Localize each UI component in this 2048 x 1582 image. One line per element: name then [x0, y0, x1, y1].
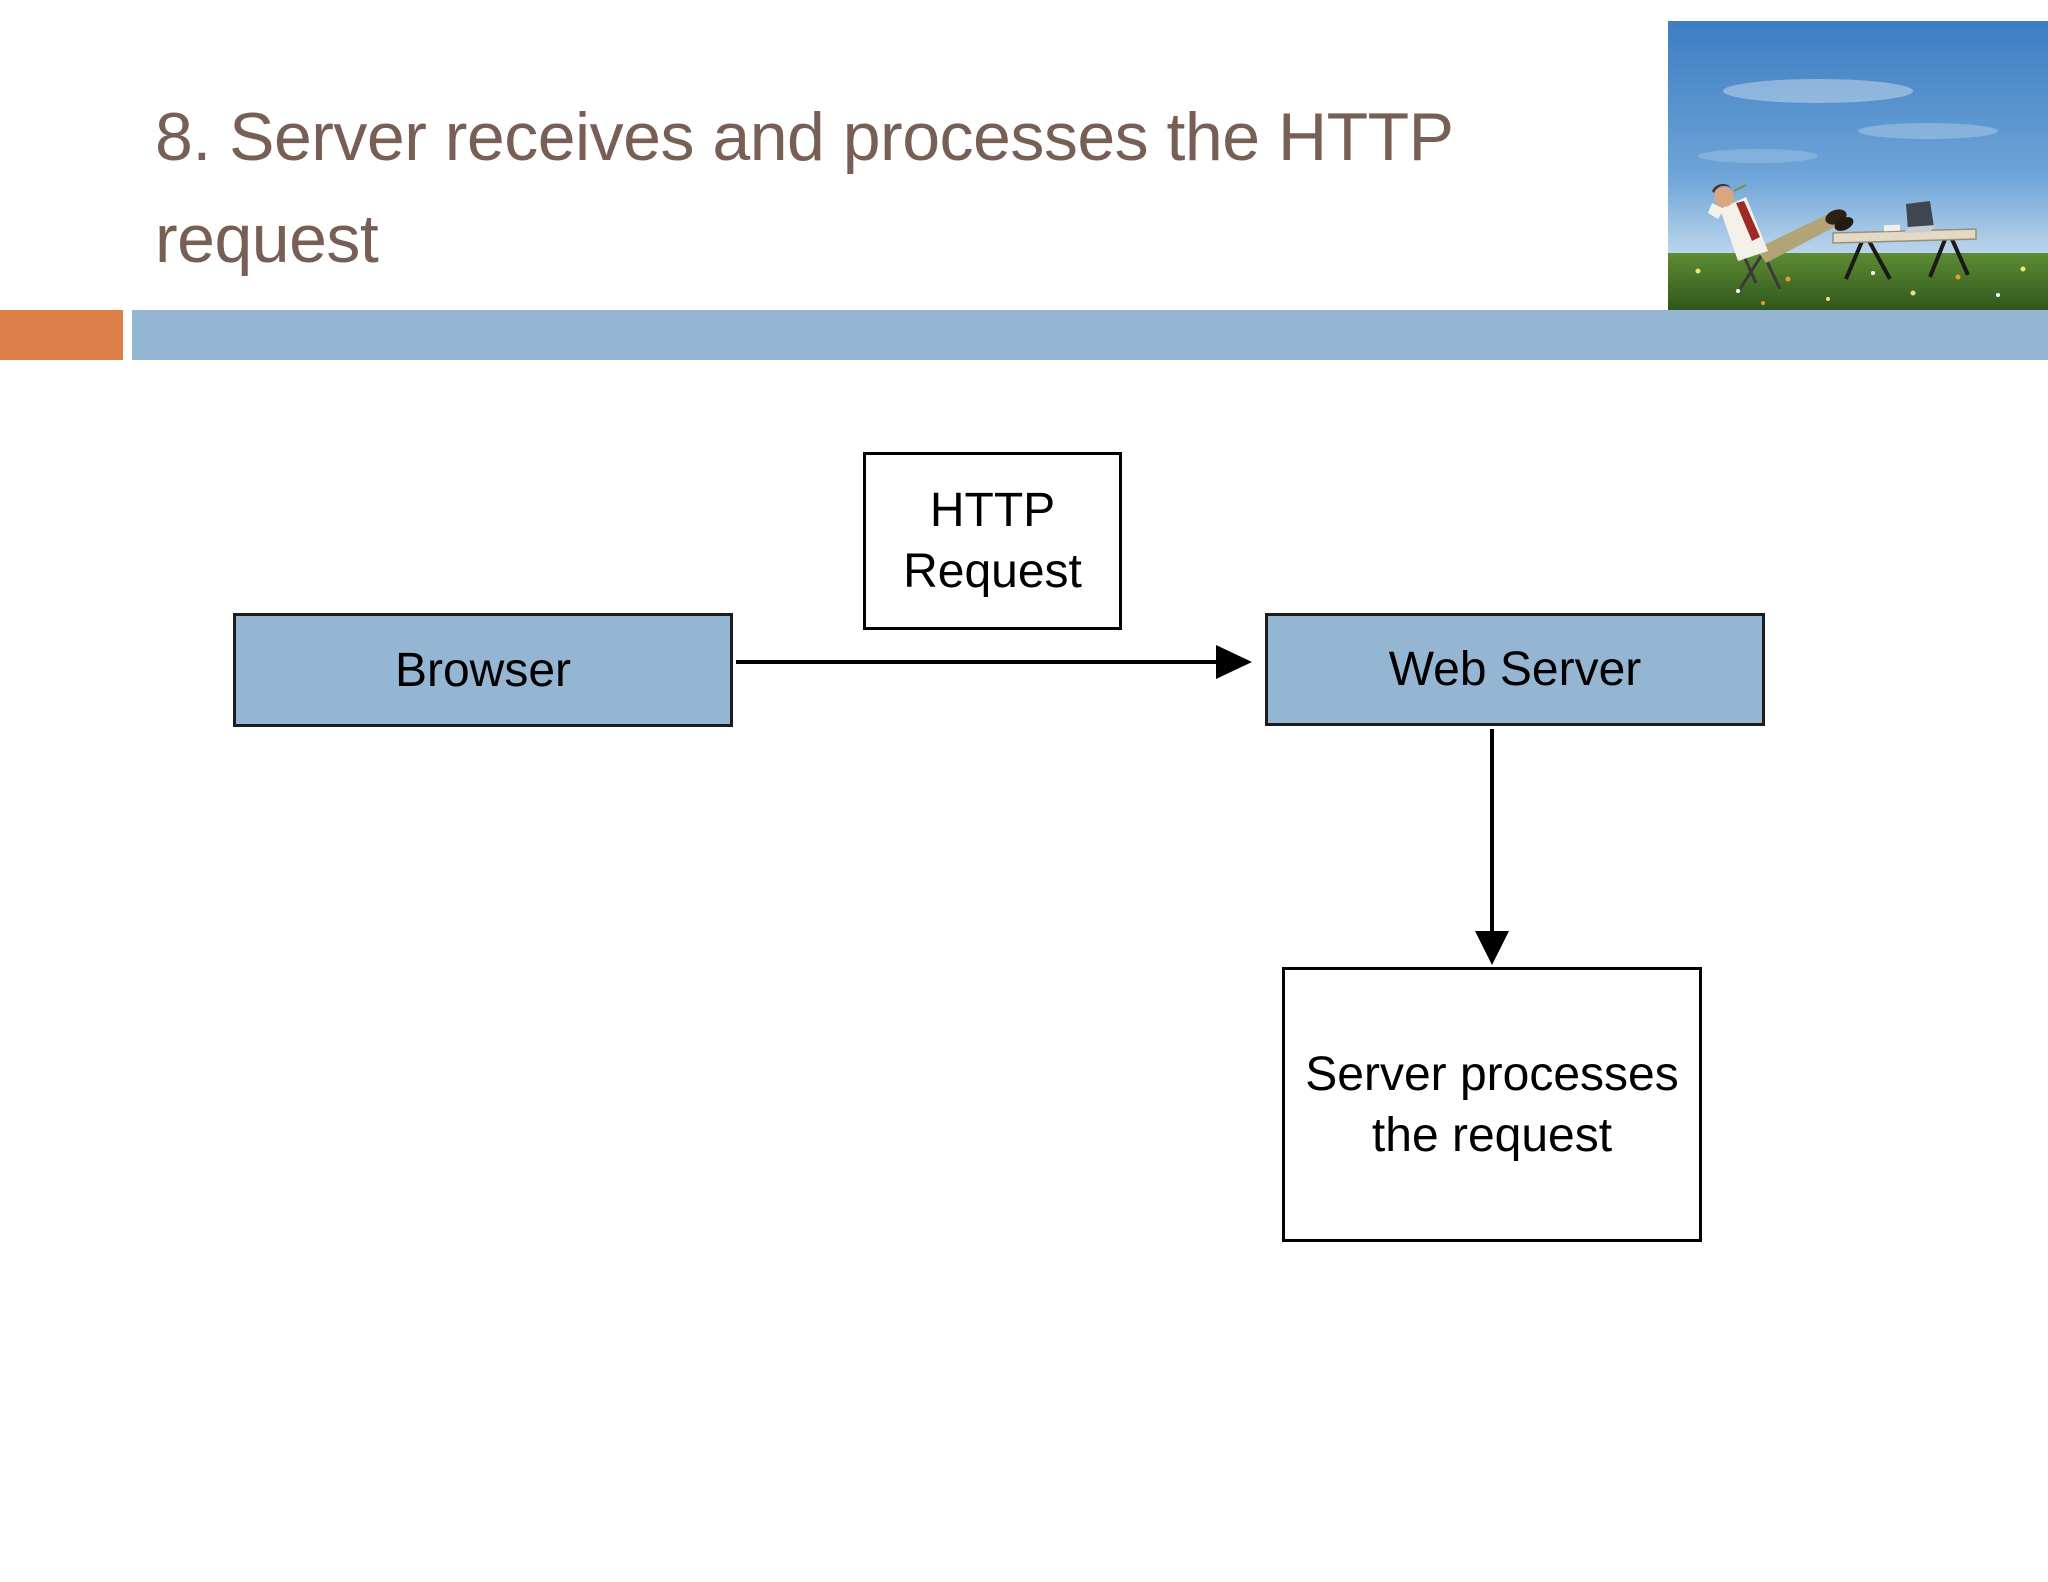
accent-blue-bar [132, 310, 2048, 360]
accent-orange-block [0, 310, 123, 360]
photo-flowers [1695, 266, 2026, 305]
photo-laptop [1883, 201, 1936, 233]
node-browser: Browser [233, 613, 733, 727]
photo-clouds [1698, 79, 1998, 163]
slide-title: 8. Server receives and processes the HTT… [155, 99, 1454, 277]
arrow-webserver-to-process [1475, 729, 1509, 965]
photo-sky [1668, 21, 2048, 261]
arrow-browser-to-webserver [736, 645, 1252, 679]
node-server-processes-request: Server processes the request [1282, 967, 1702, 1242]
photo-man [1708, 183, 1854, 290]
node-web-server: Web Server [1265, 613, 1765, 726]
photo-illustration [1668, 21, 2048, 310]
photo-table [1832, 228, 1977, 280]
relaxing-businessman-photo [1668, 21, 2048, 310]
photo-grass [1668, 253, 2048, 310]
node-http-request: HTTP Request [863, 452, 1122, 630]
